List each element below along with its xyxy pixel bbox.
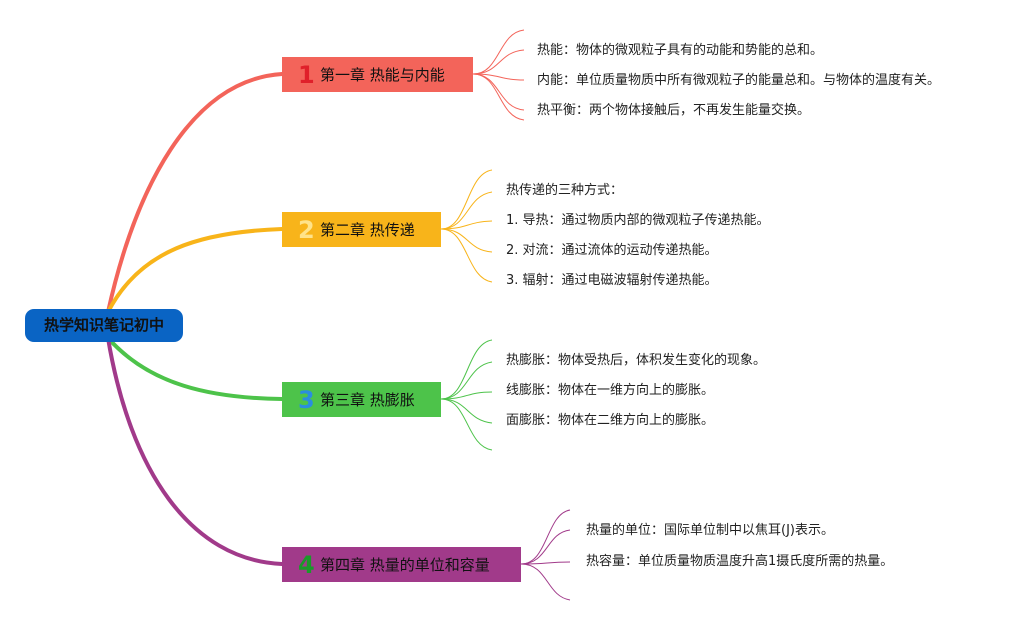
- chapter-4-item[interactable]: 热量的单位：国际单位制中以焦耳(J)表示。: [586, 523, 834, 538]
- branch-line-4: [106, 336, 284, 566]
- fan-lines-1: [472, 29, 525, 121]
- chapter-3-item[interactable]: 面膨胀：物体在二维方向上的膨胀。: [506, 413, 715, 428]
- chapter-1-item[interactable]: 热能：物体的微观粒子具有的动能和势能的总和。: [537, 43, 824, 58]
- chapter-1-item[interactable]: 内能：单位质量物质中所有微观粒子的能量总和。与物体的温度有关。: [537, 73, 941, 88]
- chapter-2-number: 2: [298, 215, 315, 244]
- chapter-2-label: 第二章 热传递: [320, 221, 415, 239]
- branch-line-3: [106, 336, 284, 401]
- chapter-3-node[interactable]: 3 第三章 热膨胀: [282, 382, 441, 417]
- chapter-3-number: 3: [298, 385, 315, 414]
- chapter-2-item[interactable]: 2. 对流：通过流体的运动传递热能。: [506, 243, 718, 258]
- root-topic[interactable]: 热学知识笔记初中: [25, 309, 183, 342]
- chapter-1-number: 1: [298, 60, 315, 89]
- chapter-3-item[interactable]: 热膨胀：物体受热后，体积发生变化的现象。: [506, 353, 767, 368]
- fan-lines-4: [520, 509, 571, 601]
- chapter-1-item[interactable]: 热平衡：两个物体接触后，不再发生能量交换。: [537, 103, 811, 118]
- branch-line-1: [106, 72, 284, 314]
- chapter-2-node[interactable]: 2 第二章 热传递: [282, 212, 441, 247]
- chapter-2-item[interactable]: 3. 辐射：通过电磁波辐射传递热能。: [506, 273, 718, 288]
- fan-lines-2: [440, 169, 493, 283]
- chapter-2-item[interactable]: 1. 导热：通过物质内部的微观粒子传递热能。: [506, 213, 770, 228]
- chapter-4-number: 4: [298, 550, 315, 579]
- branch-line-2: [106, 227, 284, 314]
- fan-lines-3: [440, 339, 493, 451]
- chapter-1-label: 第一章 热能与内能: [320, 66, 445, 84]
- chapter-4-label: 第四章 热量的单位和容量: [320, 556, 490, 574]
- chapter-4-node[interactable]: 4 第四章 热量的单位和容量: [282, 547, 521, 582]
- chapter-1-node[interactable]: 1 第一章 热能与内能: [282, 57, 473, 92]
- chapter-3-label: 第三章 热膨胀: [320, 391, 415, 409]
- chapter-3-item[interactable]: 线膨胀：物体在一维方向上的膨胀。: [506, 383, 715, 398]
- chapter-4-item[interactable]: 热容量：单位质量物质温度升高1摄氏度所需的热量。: [586, 554, 894, 569]
- chapter-2-item[interactable]: 热传递的三种方式：: [506, 183, 624, 198]
